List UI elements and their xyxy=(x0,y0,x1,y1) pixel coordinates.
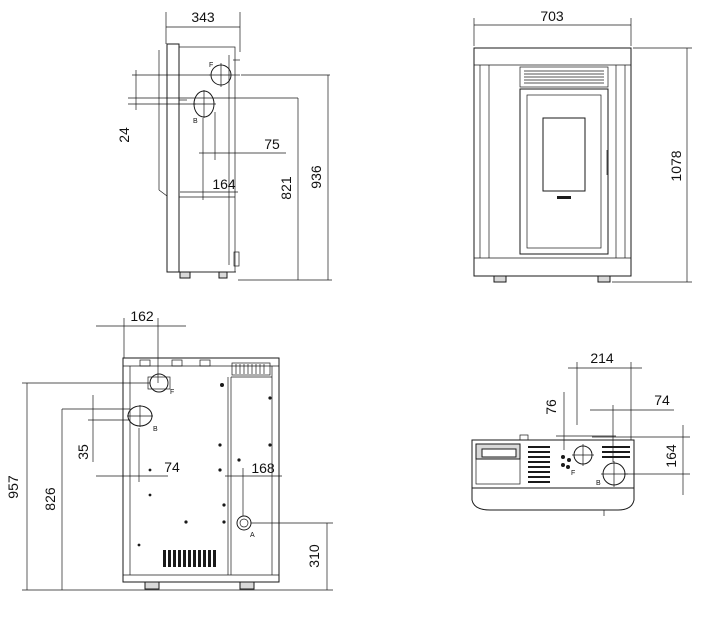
side-dim-164: 164 xyxy=(212,176,236,192)
top-label-b: B xyxy=(596,480,601,487)
back-dim-74: 74 xyxy=(164,459,180,475)
front-window xyxy=(542,117,586,192)
side-dim-821: 821 xyxy=(278,176,294,200)
top-dim-164: 164 xyxy=(663,444,679,468)
back-label-f: F xyxy=(170,389,174,396)
top-view: 214 F B xyxy=(471,350,690,516)
side-dim-936: 936 xyxy=(308,165,324,189)
top-dim-76: 76 xyxy=(543,399,559,415)
top-body xyxy=(471,439,635,489)
top-dim-74: 74 xyxy=(654,392,670,408)
back-dim-35: 35 xyxy=(75,444,91,460)
back-label-b: B xyxy=(153,426,158,433)
back-body xyxy=(122,357,280,583)
back-dim-168: 168 xyxy=(251,460,275,476)
back-label-a: A xyxy=(250,532,255,539)
side-dim-width: 343 xyxy=(191,9,215,25)
side-view: 343 F B 24 75 xyxy=(116,9,332,281)
back-dim-310: 310 xyxy=(306,544,322,568)
back-view: 162 xyxy=(5,308,333,591)
back-dim-957: 957 xyxy=(5,475,21,499)
back-outlet-a xyxy=(236,515,252,531)
back-dim-162: 162 xyxy=(130,308,154,324)
front-dim-height: 1078 xyxy=(668,150,684,181)
front-door xyxy=(519,88,609,255)
front-dim-width: 703 xyxy=(540,8,564,24)
side-front-panel xyxy=(166,43,180,273)
side-label-b: B xyxy=(193,118,198,125)
top-label-f: F xyxy=(571,470,575,477)
front-grille xyxy=(519,66,609,88)
front-view: 703 1078 xyxy=(473,8,692,283)
side-dim-75: 75 xyxy=(264,136,280,152)
back-dim-826: 826 xyxy=(42,487,58,511)
top-front-curve xyxy=(471,488,635,511)
side-dim-24: 24 xyxy=(116,127,132,143)
front-frame xyxy=(473,47,632,277)
side-body xyxy=(178,46,236,273)
side-label-f: F xyxy=(209,62,213,69)
top-dim-214: 214 xyxy=(590,350,614,366)
